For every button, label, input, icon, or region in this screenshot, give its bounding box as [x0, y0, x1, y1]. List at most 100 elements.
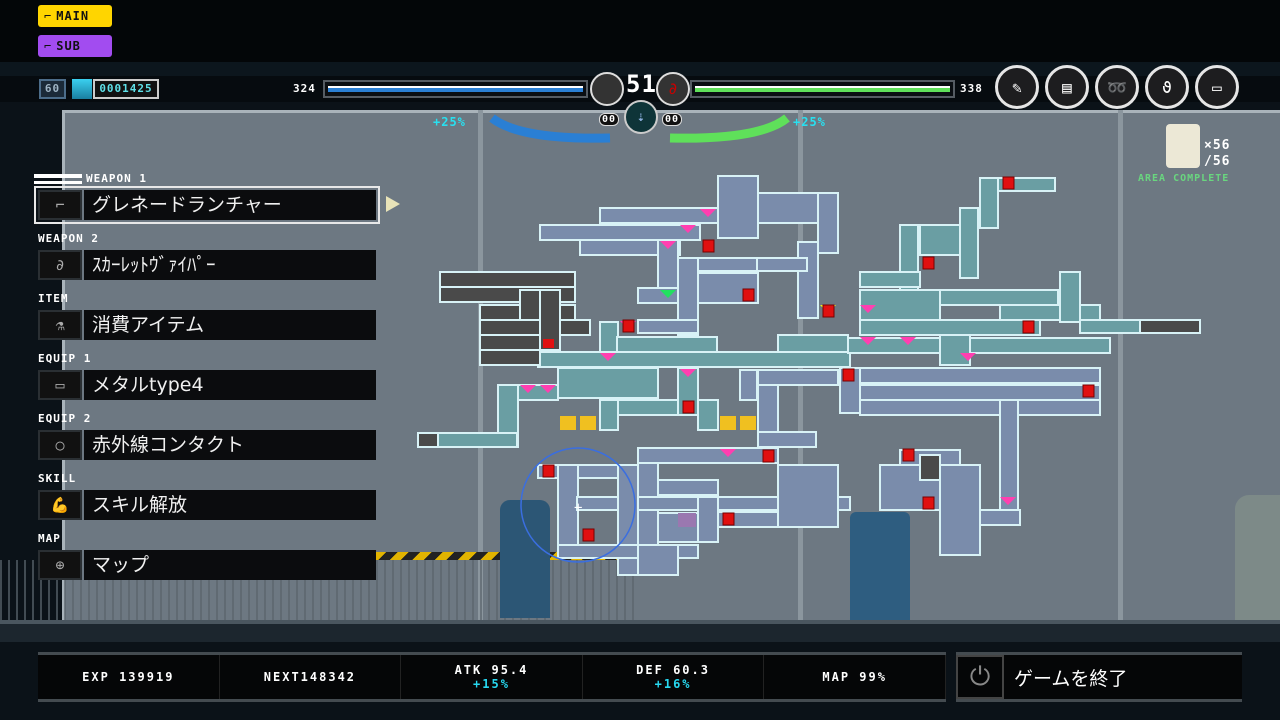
- map-room: [637, 544, 679, 576]
- map-room: [539, 224, 701, 241]
- map-marker-icon: [600, 353, 616, 361]
- warp-arrow-icon: [740, 416, 756, 430]
- whip-icon[interactable]: ϑ: [1145, 65, 1189, 109]
- money-icon: [72, 79, 92, 99]
- chip-icon[interactable]: ▭: [1195, 65, 1239, 109]
- equip-slot[interactable]: ▭メタルtype4: [38, 370, 376, 400]
- scarlet-viper-icon: ∂: [38, 250, 82, 280]
- map-room: [657, 479, 719, 496]
- save-room-icon: [1082, 384, 1095, 398]
- map-room: [919, 224, 961, 256]
- contact-icon: ○: [38, 430, 82, 460]
- piece-count: ×56: [1204, 138, 1231, 153]
- map-room: [847, 337, 1111, 354]
- selection-marker: [34, 181, 82, 184]
- def-stat: DEF 60.3+16%: [583, 655, 765, 699]
- map-marker-icon: [900, 337, 916, 345]
- equip-slot[interactable]: ∂ｽｶｰﾚｯﾄｳﾞｧｲﾊﾟｰ: [38, 250, 376, 280]
- map-room: [939, 334, 971, 366]
- save-room-icon: [1002, 176, 1015, 190]
- save-room-icon: [842, 368, 855, 382]
- area-complete-label: AREA COMPLETE: [1138, 173, 1230, 184]
- flask-icon: ⚗: [38, 310, 82, 340]
- map-room: [539, 289, 561, 351]
- slot-name: スキル解放: [84, 490, 376, 520]
- scan-radius: [520, 447, 636, 563]
- map-marker-icon: [660, 290, 676, 298]
- level-badge: 60: [39, 79, 66, 99]
- map-room: [599, 321, 619, 353]
- right-bonus: +25%: [793, 115, 826, 129]
- npc-creature: [1235, 495, 1280, 620]
- equip-slot[interactable]: ○赤外線コンタクト: [38, 430, 376, 460]
- pipe: [1118, 110, 1123, 630]
- save-room-icon: [1022, 320, 1035, 334]
- map-room: [777, 334, 849, 353]
- map-room: [1059, 271, 1081, 323]
- map-room: [637, 319, 699, 334]
- map-marker-icon: [1000, 497, 1016, 505]
- expand-arrow-icon[interactable]: [386, 196, 400, 212]
- left-ammo: 00: [599, 113, 620, 126]
- slot-name: 赤外線コンタクト: [84, 430, 376, 460]
- left-gauge: [489, 114, 611, 143]
- map-room: [859, 399, 1101, 416]
- map-room: [616, 336, 718, 353]
- scribble-icon[interactable]: ➿: [1095, 65, 1139, 109]
- next-value: NEXT148342: [263, 670, 357, 684]
- slot-name: メタルtype4: [84, 370, 376, 400]
- save-room-icon: [762, 449, 775, 463]
- slot-label: EQUIP 1: [38, 352, 92, 365]
- map-marker-icon: [680, 225, 696, 233]
- slot-label: WEAPON 1: [86, 172, 147, 185]
- map-completion: MAP 99%: [822, 670, 887, 684]
- slot-name: ｽｶｰﾚｯﾄｳﾞｧｲﾊﾟｰ: [84, 250, 376, 280]
- map-room: [859, 271, 921, 288]
- floor: [0, 620, 1280, 642]
- band: [0, 62, 1280, 76]
- map-room: [839, 367, 1101, 384]
- map-room: [479, 334, 541, 351]
- map-room: [757, 431, 817, 448]
- map-room: [417, 432, 439, 448]
- map-room: [777, 464, 839, 528]
- quit-game-label: ゲームを終了: [1014, 667, 1128, 690]
- save-room-icon: [682, 400, 695, 414]
- quit-game-button[interactable]: ⏻ ゲームを終了: [956, 652, 1242, 702]
- equip-slot[interactable]: ⊕マップ: [38, 550, 376, 580]
- hp-left-value: 324: [293, 82, 316, 95]
- pipe: [478, 110, 483, 630]
- save-room-icon: [582, 528, 595, 542]
- map-marker-icon: [680, 369, 696, 377]
- save-room-icon: [542, 464, 555, 478]
- pen-icon[interactable]: ✎: [995, 65, 1039, 109]
- gun-icon: ⌐: [44, 39, 52, 53]
- left-bonus: +25%: [433, 115, 466, 129]
- center-counter: 51: [626, 70, 657, 98]
- equip-slot[interactable]: 💪スキル解放: [38, 490, 376, 520]
- tape-icon: ▭: [38, 370, 82, 400]
- equip-slot[interactable]: ⌐グレネードランチャー: [34, 186, 380, 224]
- save-room-icon: [922, 496, 935, 510]
- map-room: [797, 241, 819, 319]
- map-stat: MAP 99%: [764, 655, 946, 699]
- exp-stat: EXP 139919: [38, 655, 220, 699]
- keycard-icon[interactable]: ▤: [1045, 65, 1089, 109]
- equip-slot[interactable]: ⚗消費アイテム: [38, 310, 376, 340]
- dash-arrows-icon: ⇣: [624, 100, 658, 134]
- save-room-icon: [622, 319, 635, 333]
- next-stat: NEXT148342: [220, 655, 402, 699]
- piece-total: /56: [1204, 154, 1231, 169]
- money-counter: 0001425: [93, 79, 159, 99]
- save-room-icon: [722, 512, 735, 526]
- slot-name: 消費アイテム: [84, 310, 376, 340]
- map-room: [739, 369, 758, 401]
- map-room: [479, 319, 591, 336]
- weapon1-hud-icon: [590, 72, 624, 106]
- hp-left-bar: [323, 80, 588, 98]
- power-icon: ⏻: [956, 655, 1004, 699]
- atk-value: ATK 95.4: [454, 663, 529, 677]
- map-room: [817, 192, 839, 254]
- map-room: [959, 207, 979, 279]
